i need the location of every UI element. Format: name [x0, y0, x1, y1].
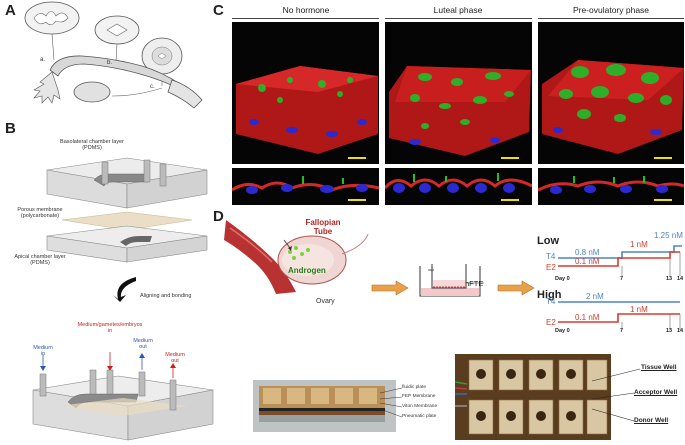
tube-word: Tube [313, 227, 333, 237]
marker-a: a. [40, 57, 46, 63]
well-label-donor: Donor Well [634, 417, 669, 424]
medium-out-blue-title: Medium [133, 338, 153, 344]
stack-label-fluidic: fluidic plate [402, 385, 426, 390]
confocal-3d-preovulatory [538, 22, 684, 164]
high-e2-value-2: 1 nM [630, 305, 648, 314]
fallopian-word: Fallopian [305, 218, 341, 227]
stack-label-viton: Viton Membrane [402, 404, 438, 409]
arrow-icon-1 [371, 280, 409, 296]
well-label-tissue: Tissue Well [641, 364, 677, 371]
well-leader-lines [591, 368, 641, 422]
low-day-7: 7 [620, 276, 624, 282]
high-e2-label: E2 [546, 318, 556, 327]
arrow-icon-2 [497, 280, 535, 296]
fallopian-tube-label: Fallopian Tube [298, 218, 348, 236]
cross-section-no-hormone [232, 168, 379, 205]
stack-label-fep: FEP Membrane [402, 394, 436, 399]
low-day-13: 13 [666, 276, 673, 282]
medium-out-red-title: Medium [165, 352, 185, 358]
device-stack-photo [253, 380, 396, 432]
chip-assembled-view [32, 352, 214, 441]
apical-layer-title: Apical chamber layer [14, 254, 66, 260]
high-e2-value-1: 0.1 nM [575, 313, 600, 322]
fallopian-tube-ovary-illustration [224, 220, 369, 294]
low-e2-label: E2 [546, 263, 556, 272]
column-title-luteal: Luteal phase [433, 5, 483, 15]
column-rule-2 [385, 18, 532, 19]
medium-out-red-direction: out [171, 358, 179, 365]
confocal-3d-no-hormone [232, 22, 379, 164]
panel-c-label: C [213, 2, 224, 19]
low-dosing-timeline [558, 245, 682, 276]
medium-out-blue-label: Medium out [128, 338, 158, 351]
medium-in-title: Medium [33, 345, 53, 351]
column-title-no-hormone: No hormone [282, 5, 330, 15]
transwell-diagram [419, 264, 484, 297]
low-t4-value-1: 0.8 nM [575, 248, 600, 257]
low-title: Low [537, 235, 559, 247]
well-label-acceptor: Acceptor Well [634, 389, 678, 396]
panel-d-label: D [213, 208, 224, 225]
basolateral-layer-material: (PDMS) [82, 145, 102, 152]
ovary-label: Ovary [316, 298, 335, 305]
cross-section-preovulatory [538, 168, 684, 205]
stack-leader-lines [380, 387, 403, 418]
low-e2-value-2: 1 nM [630, 240, 648, 249]
low-e2-value-1: 0.1 nM [575, 257, 600, 266]
membrane-title: Porous membrane [17, 207, 63, 213]
low-t4-label: T4 [546, 252, 556, 261]
high-day-7: 7 [620, 328, 624, 334]
cross-section-luteal [385, 168, 532, 205]
stack-label-pneumatic: Pneumatic plate [402, 414, 437, 419]
high-day-13: 13 [666, 328, 673, 334]
basolateral-layer-title: Basolateral chamber layer [60, 139, 124, 145]
plate-photo [454, 354, 611, 440]
low-t4-value-2: 1.25 nM [654, 231, 683, 240]
membrane-label: Porous membrane (polycarbonate) [0, 207, 80, 220]
panel-a-label: A [5, 2, 16, 19]
membrane-material: (polycarbonate) [20, 213, 60, 220]
marker-b: b. [107, 60, 113, 66]
marker-c: c. [150, 84, 155, 90]
gametes-in-label: Medium/gametes/embryos in [70, 322, 150, 335]
high-day-14: 14 [677, 328, 684, 334]
column-title-preovulatory: Pre-ovulatory phase [572, 5, 650, 15]
chip-exploded-view [46, 157, 208, 263]
panel-b-label: B [5, 120, 16, 137]
column-rule-3 [538, 18, 684, 19]
androgen-label: Androgen [288, 266, 326, 275]
apical-layer-label: Apical chamber layer (PDMS) [0, 254, 80, 267]
low-day-0: Day 0 [555, 276, 570, 282]
hfte-label: hFTE [465, 279, 484, 288]
low-day-14: 14 [677, 276, 684, 282]
gametes-in-title: Medium/gametes/embryos [77, 322, 143, 328]
basolateral-layer-label: Basolateral chamber layer (PDMS) [32, 139, 152, 152]
high-day-0: Day 0 [555, 328, 570, 334]
high-title: High [537, 289, 562, 301]
medium-out-red-label: Medium out [160, 352, 190, 365]
high-t4-label: T4 [546, 297, 556, 306]
confocal-3d-luteal [385, 22, 532, 164]
column-rule-1 [232, 18, 379, 19]
high-dosing-timeline [558, 301, 681, 330]
high-t4-value: 2 nM [586, 292, 604, 301]
apical-layer-material: (PDMS) [30, 260, 50, 267]
curved-arrow-icon [113, 277, 136, 302]
medium-out-blue-direction: out [139, 344, 147, 351]
aligning-bonding-label: Aligning and bonding [140, 293, 192, 299]
gametes-in-direction: in [107, 328, 113, 335]
fallopian-tube-anatomy-illustration [24, 1, 203, 109]
